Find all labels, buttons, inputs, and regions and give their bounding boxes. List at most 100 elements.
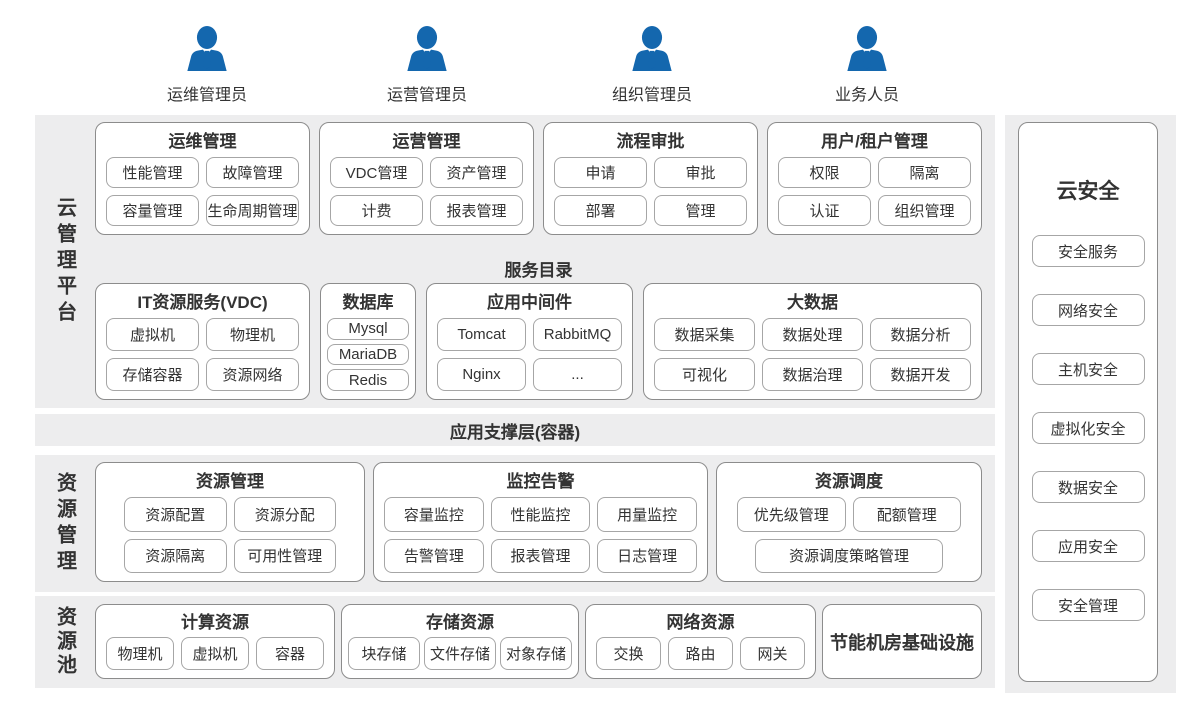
item-box: Tomcat [437,318,526,351]
group-title: 监控告警 [506,472,575,491]
item-box: 审批 [654,157,747,188]
item-box: 网关 [740,637,805,670]
group-bigdata: 大数据 数据采集 数据处理 数据分析 可视化 数据治理 数据开发 [643,283,982,400]
item-box: 告警管理 [384,538,484,573]
item-box: 虚拟化安全 [1031,412,1145,444]
item-box: 路由 [668,637,733,670]
item-box: 生命周期管理 [206,195,299,226]
item-box: 报表管理 [430,195,523,226]
item-box: 物理机 [106,637,174,670]
persona-label: 业务人员 [834,87,899,104]
item-box: 管理 [654,195,747,226]
group-title: 大数据 [787,293,838,312]
item-box: 容量监控 [384,497,484,532]
item-box: Redis [327,369,409,391]
item-box: 资源分配 [233,497,336,532]
persona-org-admin: 组织管理员 [590,24,714,105]
resource-pool-label: 资源池 [53,606,76,678]
item-box: 资产管理 [430,157,523,188]
item-box: 交换 [596,637,661,670]
group-process-approval: 流程审批 申请 审批 部署 管理 [543,122,758,235]
group-ops-maintenance: 运维管理 性能管理 故障管理 容量管理 生命周期管理 [95,122,310,235]
item-box: 认证 [778,195,871,226]
item-box: 可用性管理 [233,538,336,573]
group-title: 运维管理 [168,132,237,151]
item-box: 日志管理 [597,538,697,573]
group-title: 网络资源 [666,613,735,632]
group-title: 数据库 [342,293,394,312]
item-box: 容量管理 [106,195,199,226]
group-operations: 运营管理 VDC管理 资产管理 计费 报表管理 [319,122,534,235]
item-box: 隔离 [878,157,971,188]
item-box: 物理机 [206,318,299,351]
group-title: 计算资源 [181,613,249,632]
group-network-resource: 网络资源 交换 路由 网关 [585,604,816,679]
item-box: 数据治理 [762,358,863,391]
group-title: IT资源服务(VDC) [137,293,268,312]
group-title: 用户/租户管理 [821,132,928,151]
group-resource-mgmt: 资源管理 资源配置 资源分配 资源隔离 可用性管理 [95,462,365,582]
item-box: 文件存储 [424,637,496,670]
item-box: ... [533,358,622,391]
group-resource-scheduling: 资源调度 优先级管理 配额管理 资源调度策略管理 [716,462,982,582]
item-box: 容器 [256,637,324,670]
item-box: 组织管理 [878,195,971,226]
item-box: 主机安全 [1031,353,1145,385]
service-catalog-title: 服务目录 [504,261,573,280]
group-title: 资源调度 [815,472,883,491]
businessman-icon [847,26,887,72]
item-box: 对象存储 [500,637,572,670]
group-database: 数据库 Mysql MariaDB Redis [320,283,416,400]
item-box: Nginx [437,358,526,391]
cloud-security-list: 安全服务 网络安全 主机安全 虚拟化安全 数据安全 应用安全 安全管理 [1031,235,1145,621]
item-box: 数据安全 [1031,471,1145,503]
item-box: 资源调度策略管理 [755,538,943,573]
persona-operations-admin: 运营管理员 [365,24,489,105]
item-box: 资源配置 [124,497,227,532]
item-box: 申请 [554,157,647,188]
item-box: 数据采集 [654,318,755,351]
item-box: Mysql [327,318,409,340]
item-box: RabbitMQ [533,318,622,351]
group-compute-resource: 计算资源 物理机 虚拟机 容器 [95,604,335,679]
item-box: 存储容器 [106,358,199,391]
cmp-service-catalog-row: IT资源服务(VDC) 虚拟机 物理机 存储容器 资源网络 数据库 Mysql … [95,283,982,400]
persona-label: 运营管理员 [386,87,467,104]
app-support-layer-bar: 应用支撑层(容器) [35,414,995,446]
group-title: 资源管理 [196,472,264,491]
group-user-tenant-mgmt: 用户/租户管理 权限 隔离 认证 组织管理 [767,122,982,235]
item-box: 安全服务 [1031,235,1145,267]
cloud-platform-panel: 云管理平台 运维管理 性能管理 故障管理 容量管理 生命周期管理 运营管理 VD… [35,115,995,408]
cmp-top-row: 运维管理 性能管理 故障管理 容量管理 生命周期管理 运营管理 VDC管理 资产… [95,122,982,235]
green-datacenter-infra-box: 节能机房基础设施 [822,604,982,679]
group-it-resource-service: IT资源服务(VDC) 虚拟机 物理机 存储容器 资源网络 [95,283,310,400]
resource-pool-panel: 资源池 计算资源 物理机 虚拟机 容器 存储资源 块存储 文件存储 对象存储 网… [35,596,995,688]
businessman-icon [187,26,227,72]
item-box: MariaDB [327,343,409,366]
group-middleware: 应用中间件 Tomcat RabbitMQ Nginx ... [426,283,633,400]
group-title: 应用中间件 [487,293,572,312]
persona-ops-maintenance-admin: 运维管理员 [145,24,269,105]
persona-label: 组织管理员 [611,87,692,104]
item-box: 数据分析 [870,318,971,351]
item-box: 性能监控 [490,497,591,532]
item-box: 应用安全 [1031,530,1145,562]
group-storage-resource: 存储资源 块存储 文件存储 对象存储 [341,604,579,679]
item-box: 资源隔离 [124,538,227,573]
persona-business-user: 业务人员 [805,24,929,105]
item-box: 计费 [330,195,423,226]
businessman-icon [632,26,672,72]
resource-pool-row: 计算资源 物理机 虚拟机 容器 存储资源 块存储 文件存储 对象存储 网络资源 … [95,604,982,679]
item-box: 数据处理 [762,318,863,351]
item-box: 部署 [554,195,647,226]
item-box: 报表管理 [490,538,591,573]
cloud-security-title: 云安全 [1056,180,1120,203]
resource-mgmt-row: 资源管理 资源配置 资源分配 资源隔离 可用性管理 监控告警 容量监控 性能监控… [95,462,982,582]
cloud-platform-label: 云管理平台 [53,196,76,327]
cloud-security-box: 云安全 安全服务 网络安全 主机安全 虚拟化安全 数据安全 应用安全 安全管理 [1018,122,1158,682]
group-monitoring-alert: 监控告警 容量监控 性能监控 用量监控 告警管理 报表管理 日志管理 [373,462,708,582]
item-box: 可视化 [654,358,755,391]
item-box: 虚拟机 [181,637,249,670]
item-box: 权限 [778,157,871,188]
item-box: 数据开发 [870,358,971,391]
